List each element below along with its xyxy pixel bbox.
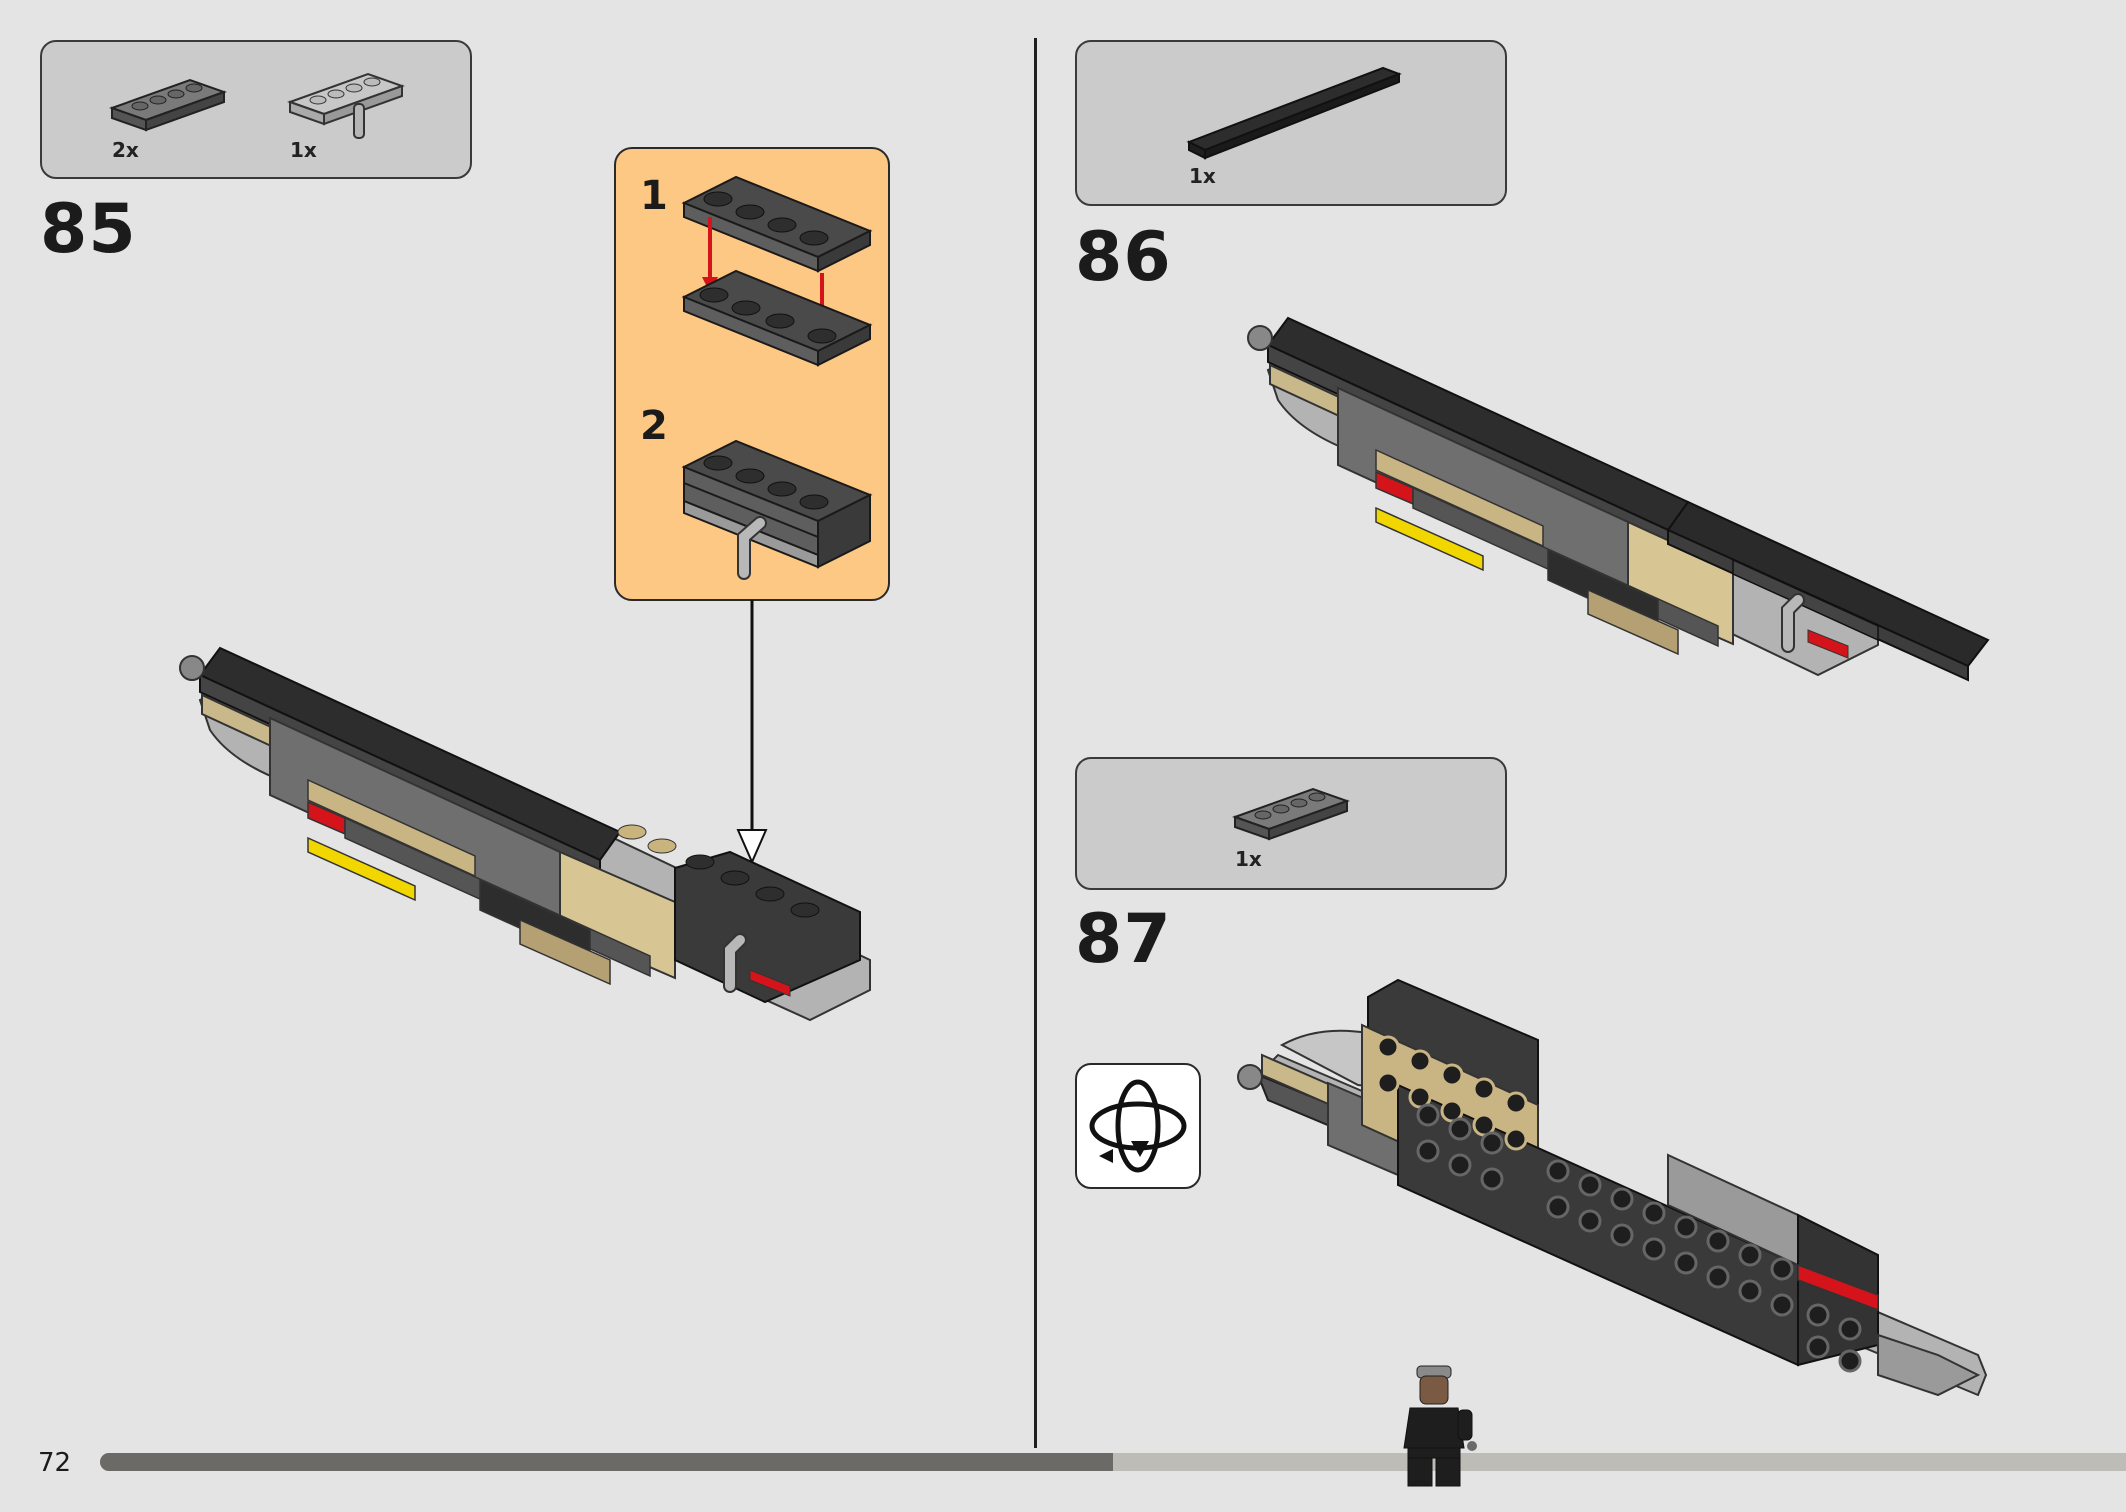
step-number: 86	[1075, 218, 1172, 297]
progress-bar-fill	[100, 1453, 1113, 1471]
part-qty: 1x	[290, 138, 317, 162]
part-qty: 1x	[1189, 164, 1216, 188]
sub-assembly-callout: 1 2	[614, 147, 890, 601]
parts-box-step-87: 1x	[1075, 757, 1507, 890]
rotate-model-indicator	[1075, 1063, 1201, 1189]
plates-stack-assembly-icon	[681, 175, 873, 367]
sub-step-number: 2	[640, 403, 668, 449]
sub-step-number: 1	[640, 173, 668, 219]
ship-hull-model-step-85	[179, 646, 871, 1022]
rotate-model-icon	[1089, 1079, 1187, 1173]
part-qty: 1x	[1235, 847, 1262, 871]
ship-hull-model-step-86	[1247, 316, 1990, 682]
plate-1x4-dark-gray-icon	[1232, 787, 1350, 841]
minifigure-progress-marker-icon	[1403, 1365, 1477, 1487]
page-number: 72	[38, 1448, 72, 1478]
parts-box-step-85: 2x 1x	[40, 40, 472, 179]
part-qty: 2x	[112, 138, 139, 162]
ship-hull-model-step-87	[1237, 978, 1988, 1397]
page-divider	[1034, 38, 1037, 1448]
plate-1x4-with-bar-light-gray-icon	[287, 72, 405, 139]
plates-stack-with-bar-icon	[681, 439, 873, 580]
plate-1x4-dark-gray-icon	[109, 78, 227, 132]
progress-bar	[100, 1453, 2126, 1471]
step-number: 85	[40, 190, 137, 269]
step-number: 87	[1075, 900, 1172, 979]
parts-box-step-86: 1x	[1075, 40, 1507, 206]
tile-1x8-black-icon	[1186, 66, 1402, 160]
placement-arrow-icon	[736, 600, 768, 865]
